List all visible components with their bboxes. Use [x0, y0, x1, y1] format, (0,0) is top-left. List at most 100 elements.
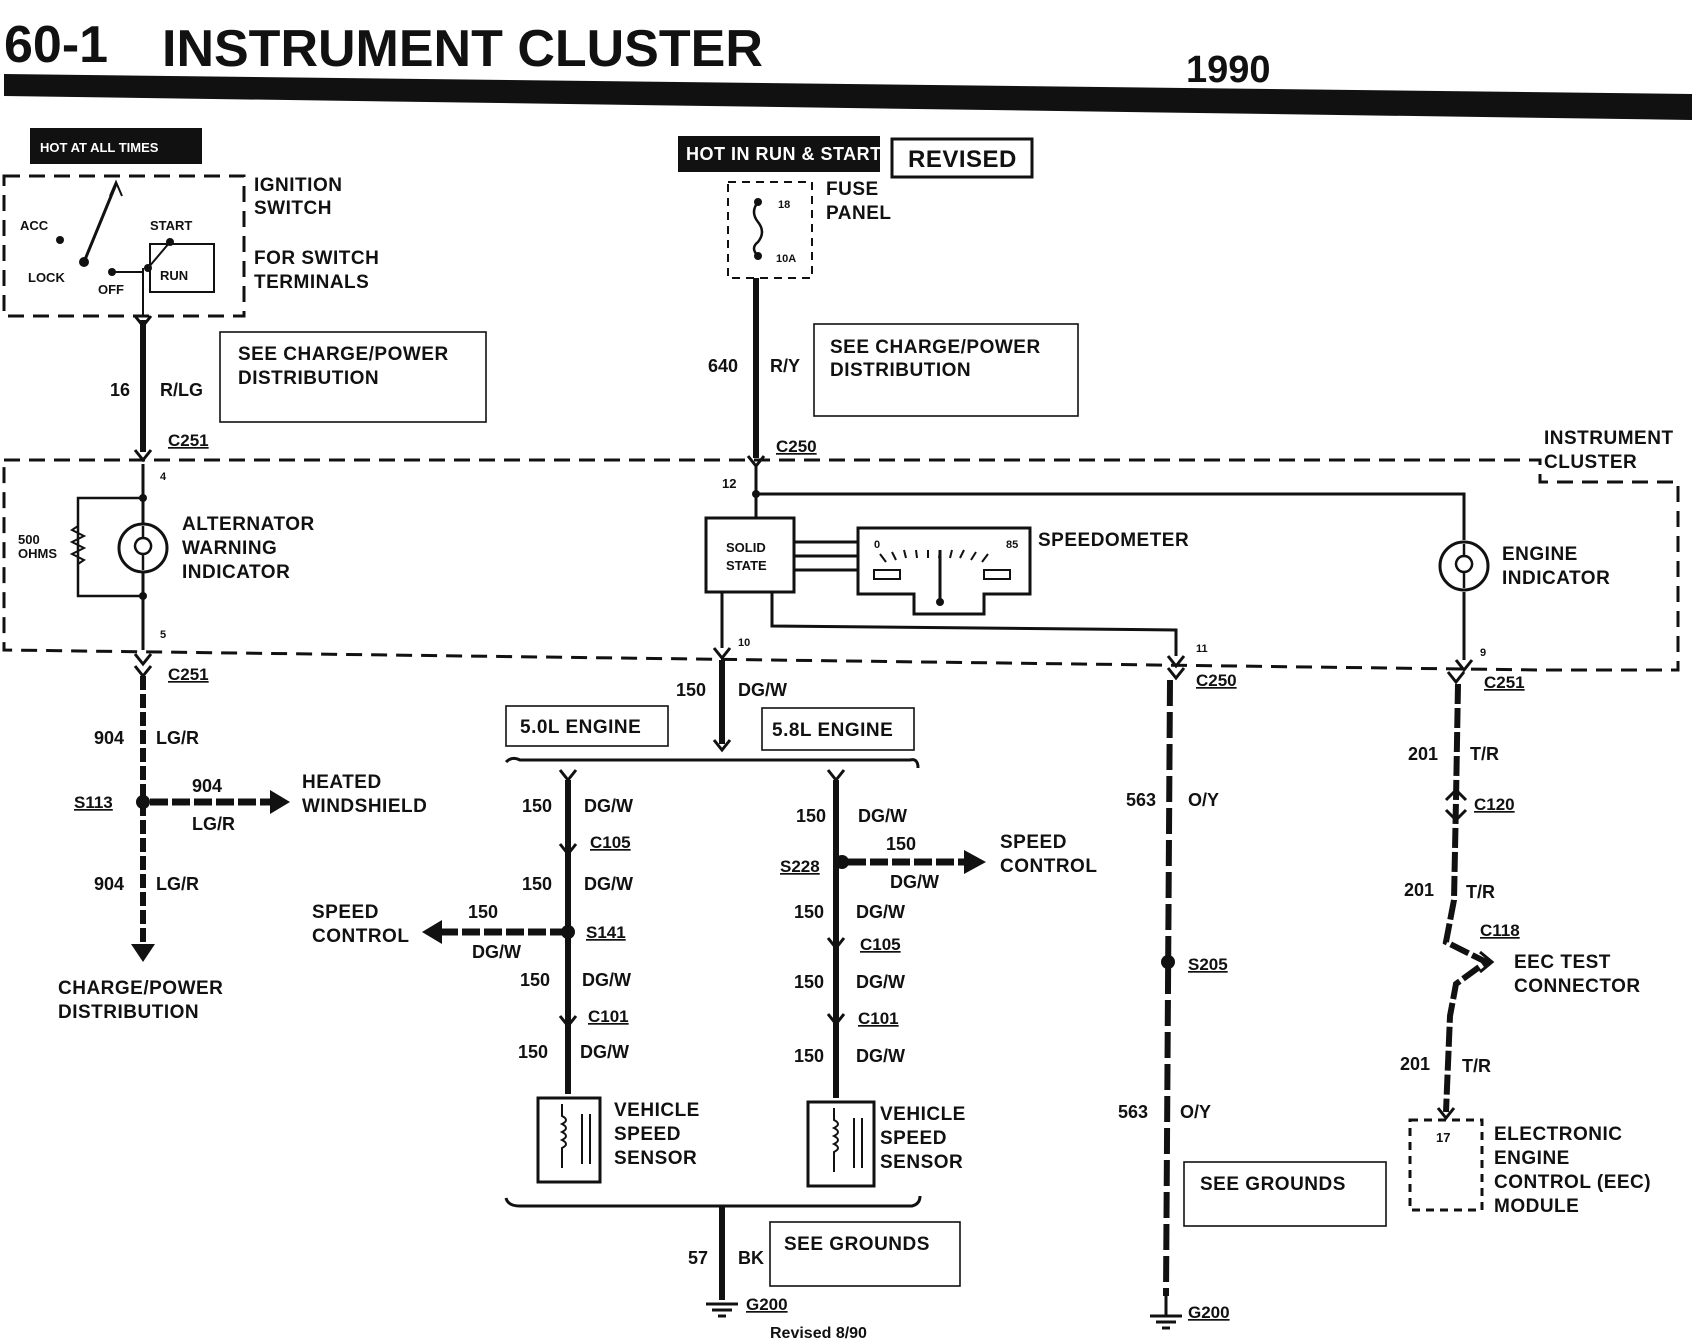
- pin-4: 4: [160, 471, 167, 483]
- instrument-cluster-box: [2, 458, 1680, 672]
- see-charge-1-line2: DISTRIBUTION: [238, 368, 379, 389]
- eec-module-label-4: MODULE: [1494, 1196, 1579, 1217]
- wire-904a-number: 904: [94, 728, 124, 748]
- heated-windshield-label-1: HEATED: [302, 772, 382, 793]
- pin-10: 10: [738, 637, 750, 649]
- wire-904c-number: 904: [94, 874, 124, 894]
- pin9-mark: [1454, 659, 1474, 673]
- hot-in-run-start-box: [678, 136, 880, 172]
- connector-c250-top: C250: [776, 437, 817, 456]
- connector-c118: C118: [1480, 921, 1520, 940]
- vss-l-label-2: SPEED: [614, 1124, 681, 1145]
- pin11-mark: [1166, 655, 1186, 669]
- wire-904c-color: LG/R: [156, 874, 199, 894]
- speed-control-l-label-1: SPEED: [312, 902, 379, 923]
- wire-150-l1-color: DG/W: [584, 796, 633, 816]
- wire-640-color: R/Y: [770, 356, 800, 376]
- cluster-internal-wiring: [720, 466, 1466, 660]
- speedo-max: 85: [1006, 539, 1018, 551]
- wire-150-l2-number: 150: [522, 874, 552, 894]
- vss-r-label-2: SPEED: [880, 1128, 947, 1149]
- wire-150-r5-color: DG/W: [856, 1046, 905, 1066]
- pin-11: 11: [1196, 643, 1208, 655]
- wire-201c-color: T/R: [1462, 1056, 1491, 1076]
- wire-640-number: 640: [708, 356, 738, 376]
- fuse-label-1: FUSE: [826, 179, 879, 200]
- ignition-note-2: TERMINALS: [254, 272, 369, 293]
- wire-150-r4-number: 150: [794, 972, 824, 992]
- ground-bracket: [504, 1195, 922, 1208]
- ground-g200-a: G200: [746, 1295, 788, 1314]
- engine-58-box: [761, 707, 915, 751]
- see-charge-box-2: [813, 323, 1079, 417]
- revised-date: Revised 8/90: [770, 1325, 867, 1342]
- ground-g200-a-icon: [706, 1302, 738, 1318]
- speedometer-scale: [873, 549, 1011, 606]
- resistor-500: 500: [18, 532, 40, 547]
- connector-c101-l: C101: [588, 1007, 629, 1026]
- pin-12: 12: [722, 476, 736, 491]
- c251-bot-mark-2: [133, 665, 153, 679]
- connector-c101-r: C101: [858, 1009, 899, 1028]
- splice-s205-label: S205: [1188, 955, 1228, 974]
- wire-201a-color: T/R: [1470, 744, 1499, 764]
- charge-distribution-label-2: DISTRIBUTION: [58, 1002, 199, 1023]
- eec-pin: 17: [1436, 1130, 1450, 1145]
- ground-g200-b-icon: [1150, 1314, 1182, 1330]
- eec-module-label-1: ELECTRONIC: [1494, 1124, 1623, 1145]
- ignition-note-1: FOR SWITCH: [254, 248, 379, 269]
- wire-57-number: 57: [688, 1248, 708, 1268]
- splice-s113-label: S113: [74, 793, 113, 812]
- ignition-switch-contacts: [56, 179, 174, 316]
- eec-pin-mark: [1436, 1107, 1456, 1121]
- engine-50-box: [505, 705, 669, 747]
- cluster-label-1: INSTRUMENT: [1544, 428, 1674, 449]
- wire-904a-color: LG/R: [156, 728, 199, 748]
- see-charge-2-line1: SEE CHARGE/POWER: [830, 337, 1041, 358]
- vss-l-sensor: [536, 1096, 602, 1184]
- solid-state-module: [704, 516, 796, 594]
- solid-state-label-1: SOLID: [726, 540, 766, 555]
- ignition-start: START: [150, 218, 192, 233]
- eec-test-connector-icon: [1479, 950, 1495, 974]
- splice-s113: [136, 795, 150, 809]
- wire-201c-number: 201: [1400, 1054, 1430, 1074]
- alternator-filament: [133, 526, 153, 570]
- revised-badge: REVISED: [908, 146, 1017, 173]
- alternator-label-1: ALTERNATOR: [182, 514, 315, 535]
- hot-in-run-start: HOT IN RUN & START: [686, 144, 882, 164]
- engine-indicator-label-2: INDICATOR: [1502, 568, 1610, 589]
- c251-right-mark: [1446, 671, 1466, 685]
- vss-l-coil-icon: [559, 1104, 591, 1168]
- wire-150-r2-color: DG/W: [890, 872, 939, 892]
- c250-bot-mark: [1166, 667, 1186, 681]
- wire-150-main-number: 150: [676, 680, 706, 700]
- charge-distribution-label-1: CHARGE/POWER: [58, 978, 223, 999]
- c251-bot-mark: [133, 653, 153, 667]
- see-charge-box-1: [219, 331, 487, 423]
- wire-563b-number: 563: [1118, 1102, 1148, 1122]
- wire-150-l1-number: 150: [522, 796, 552, 816]
- ignition-run: RUN: [160, 268, 188, 283]
- ignition-label-2: SWITCH: [254, 198, 332, 219]
- wire-201a-number: 201: [1408, 744, 1438, 764]
- wire-150-r2-number: 150: [886, 834, 916, 854]
- connector-c251-right: C251: [1484, 673, 1525, 692]
- wire-57-color: BK: [738, 1248, 764, 1268]
- connector-c250-bot: C250: [1196, 671, 1237, 690]
- ignition-off: OFF: [98, 282, 124, 297]
- eec-test-label-1: EEC TEST: [1514, 952, 1611, 973]
- speed-control-l-label-2: CONTROL: [312, 926, 409, 947]
- alternator-label-2: WARNING: [182, 538, 277, 559]
- wire-150-main-mark: [712, 739, 732, 753]
- fuse-element: [752, 198, 764, 260]
- see-grounds-2: SEE GROUNDS: [1200, 1174, 1346, 1195]
- connector-c251-bot: C251: [168, 665, 209, 684]
- wire-201: [1442, 683, 1492, 1113]
- page-title: INSTRUMENT CLUSTER: [162, 20, 763, 78]
- engine-selector-bracket: [504, 756, 920, 769]
- year: 1990: [1186, 49, 1271, 91]
- splice-s228-label: S228: [780, 857, 820, 876]
- vss-l-label-3: SENSOR: [614, 1148, 697, 1169]
- heated-arrow: [270, 790, 290, 814]
